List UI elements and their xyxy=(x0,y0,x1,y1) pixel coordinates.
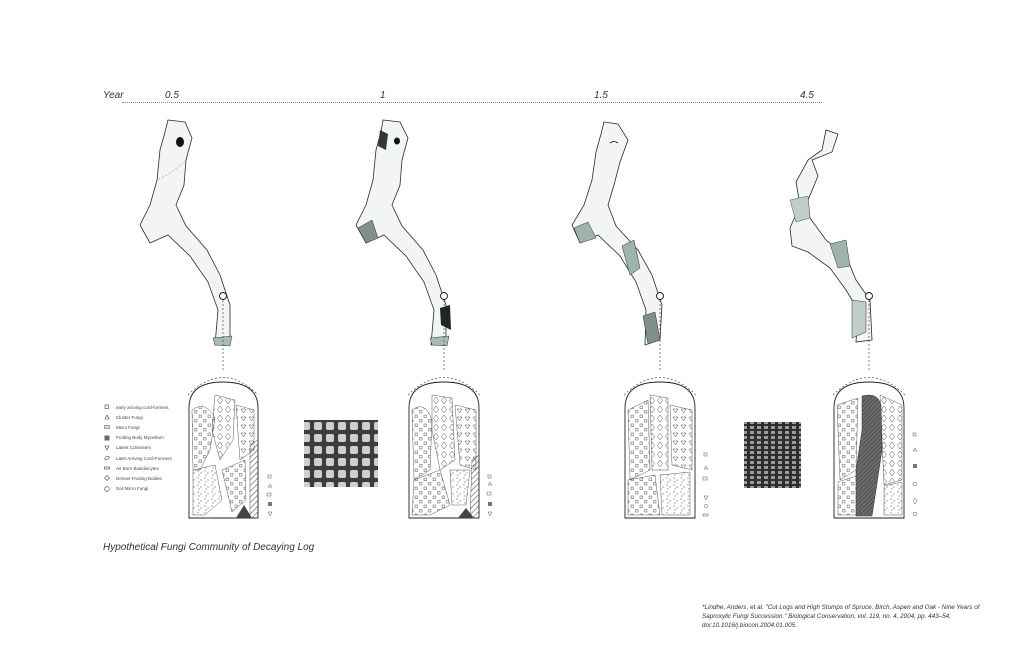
diamond-icon xyxy=(104,475,110,482)
section-1-key xyxy=(266,474,273,517)
timeline-dotted-line xyxy=(122,102,822,103)
cross-section-2 xyxy=(408,381,480,519)
legend-item-denser-fruiting-bodies: Denser Fruiting Bodies xyxy=(104,473,200,483)
reference-citation: *Lindhe, Anders, et al. "Cut Logs and Hi… xyxy=(702,604,980,630)
wood-cell-texture-2 xyxy=(744,422,801,488)
legend-item-fruiting-body-mycellium: Fruiting Body Mycellium xyxy=(104,433,200,443)
log-stage-4 xyxy=(789,129,906,396)
log-stage-2 xyxy=(355,119,481,396)
cross-section-1 xyxy=(188,381,259,519)
legend-item-air-born-basidiocytes: Air Born Basidiocytes xyxy=(104,463,200,473)
cross-section-4 xyxy=(833,381,905,519)
timeline-title: Year xyxy=(103,90,124,101)
figure-caption: Hypothetical Fungi Community of Decaying… xyxy=(103,542,315,553)
section-4-key xyxy=(912,432,918,517)
section-2-key xyxy=(486,474,493,517)
legend-item-later-cord-formers: Later Arriving Cord-Formers xyxy=(104,453,200,463)
oval-icon xyxy=(104,455,110,461)
log-stage-3 xyxy=(571,121,697,396)
timeline-tick-4-5: 4.5 xyxy=(800,90,814,101)
circle-icon xyxy=(104,485,110,492)
filled-square-icon xyxy=(104,435,110,441)
triangle-cluster-icon xyxy=(104,414,110,420)
micro-dots-icon xyxy=(104,425,110,430)
wood-cell-texture-1 xyxy=(304,420,378,487)
rectangle-icon xyxy=(104,466,110,470)
legend-item-cluster-fungi: Cluster Fungi xyxy=(104,412,200,422)
fungi-legend: early arriving cord-formers Cluster Fung… xyxy=(104,402,200,494)
cross-section-3 xyxy=(624,381,696,519)
timeline-tick-1-5: 1.5 xyxy=(594,90,608,101)
legend-item-micro-fungi: Micro Fungi xyxy=(104,422,200,432)
section-3-key xyxy=(702,452,709,517)
timeline-tick-1: 1 xyxy=(380,90,386,101)
inverted-triangle-icon xyxy=(104,445,110,451)
timeline-tick-0-5: 0.5 xyxy=(165,90,179,101)
small-square-icon xyxy=(104,404,109,409)
legend-item-latent-colonisers: Latent Colonisers xyxy=(104,443,200,453)
legend-item-soil-micro-fungi: Soil Micro Fungi xyxy=(104,484,200,494)
legend-item-early-cord-formers: early arriving cord-formers xyxy=(104,402,200,412)
log-stage-1 xyxy=(139,119,259,396)
